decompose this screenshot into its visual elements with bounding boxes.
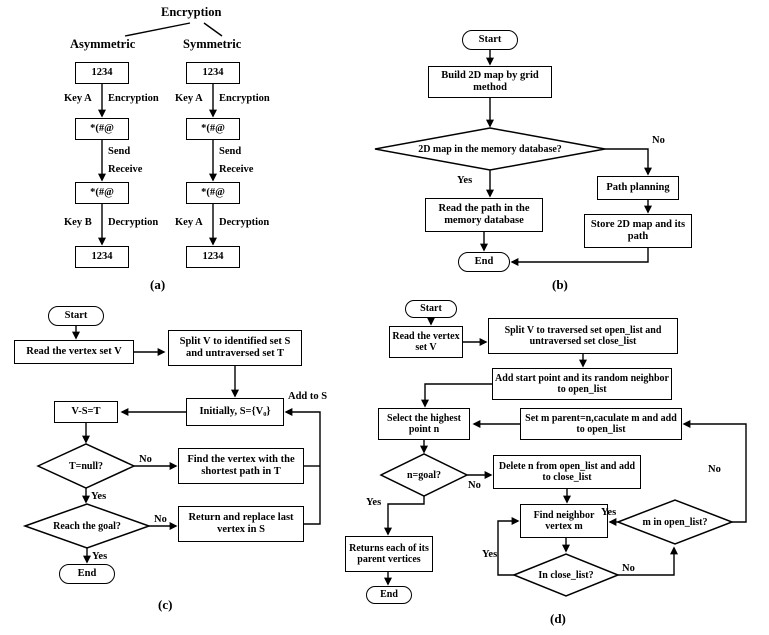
store-map-box: Store 2D map and its path bbox=[584, 214, 692, 248]
no-label-c1: No bbox=[139, 454, 152, 465]
sym-ciphertext-box-2: *(#@ bbox=[186, 182, 240, 204]
find-shortest-box: Find the vertex with the shortest path i… bbox=[178, 448, 304, 484]
start-node-b: Start bbox=[462, 30, 518, 50]
v-minus-s-box: V-S=T bbox=[54, 401, 118, 423]
yes-label-d3: Yes bbox=[482, 549, 498, 560]
sym-receive-label: Receive bbox=[219, 164, 254, 175]
panel-d-connectors bbox=[379, 317, 747, 597]
split-v-box-d: Split V to traversed set open_list and u… bbox=[488, 318, 678, 354]
decision-m-in-open-label: m in open_list? bbox=[642, 516, 708, 528]
no-label-d1: No bbox=[468, 480, 481, 491]
sym-decrypted-box: 1234 bbox=[186, 246, 240, 268]
no-label-b: No bbox=[652, 135, 665, 146]
select-highest-box: Select the highest point n bbox=[378, 408, 470, 440]
no-label-c2: No bbox=[154, 514, 167, 525]
caption-a: (a) bbox=[150, 277, 166, 292]
decision-2d-map-label: 2D map in the memory database? bbox=[418, 143, 562, 155]
panel-a-connectors bbox=[98, 22, 223, 246]
caption-b: (b) bbox=[552, 277, 568, 292]
asym-ciphertext-box-1: *(#@ bbox=[75, 118, 129, 140]
sym-plaintext-box: 1234 bbox=[186, 62, 240, 84]
asym-plaintext-box: 1234 bbox=[75, 62, 129, 84]
sym-key-a-label: Key A bbox=[175, 93, 203, 104]
caption-c: (c) bbox=[158, 597, 173, 612]
end-node-d: End bbox=[366, 586, 412, 604]
end-node-b: End bbox=[458, 252, 510, 272]
asym-encryption-label: Encryption bbox=[108, 93, 159, 104]
asym-key-a-label: Key A bbox=[64, 93, 92, 104]
asym-send-label: Send bbox=[108, 146, 131, 157]
set-parent-box: Set m parent=n,caculate m and add to ope… bbox=[520, 408, 682, 440]
sym-key-a-decrypt-label: Key A bbox=[175, 217, 203, 228]
symmetric-heading: Symmetric bbox=[183, 37, 242, 51]
panel-b-connectors bbox=[374, 50, 652, 266]
build-map-box: Build 2D map by grid method bbox=[428, 66, 552, 98]
yes-label-b: Yes bbox=[457, 175, 473, 186]
sym-ciphertext-box-1: *(#@ bbox=[186, 118, 240, 140]
returns-parent-box: Returns each of its parent vertices bbox=[345, 536, 433, 572]
end-node-c: End bbox=[59, 564, 115, 584]
asym-receive-label: Receive bbox=[108, 164, 143, 175]
encryption-title: Encryption bbox=[161, 5, 222, 19]
no-label-d2: No bbox=[708, 464, 721, 475]
decision-reach-goal-label: Reach the goal? bbox=[53, 520, 121, 532]
add-start-point-box: Add start point and its random neighbor … bbox=[492, 368, 672, 400]
yes-label-d2: Yes bbox=[601, 507, 617, 518]
read-path-box: Read the path in the memory database bbox=[425, 198, 543, 232]
decision-n-goal-label: n=goal? bbox=[406, 469, 442, 481]
yes-label-c1: Yes bbox=[91, 491, 107, 502]
path-planning-box: Path planning bbox=[597, 176, 679, 200]
caption-d: (d) bbox=[550, 611, 566, 626]
asym-key-b-label: Key B bbox=[64, 217, 92, 228]
delete-n-box: Delete n from open_list and add to close… bbox=[493, 455, 641, 489]
asym-decryption-label: Decryption bbox=[108, 217, 159, 228]
sym-send-label: Send bbox=[219, 146, 242, 157]
decision-t-null-label: T=null? bbox=[68, 460, 104, 472]
start-node-c: Start bbox=[48, 306, 104, 326]
read-vertex-box-c: Read the vertex set V bbox=[14, 340, 134, 364]
add-to-s-label: Add to S bbox=[288, 391, 328, 402]
asym-decrypted-box: 1234 bbox=[75, 246, 129, 268]
read-vertex-box-d: Read the vertex set V bbox=[389, 326, 463, 358]
asymmetric-heading: Asymmetric bbox=[70, 37, 136, 51]
split-v-box-c: Split V to identified set S and untraver… bbox=[168, 330, 302, 366]
start-node-d: Start bbox=[405, 300, 457, 318]
no-label-d3: No bbox=[622, 563, 635, 574]
decision-in-close-label: In close_list? bbox=[538, 569, 594, 581]
sym-decryption-label: Decryption bbox=[219, 217, 270, 228]
panel-c-connectors bbox=[22, 326, 321, 564]
find-neighbor-box: Find neighbor vertex m bbox=[520, 504, 608, 538]
yes-label-c2: Yes bbox=[92, 551, 108, 562]
yes-label-d1: Yes bbox=[366, 497, 382, 508]
initially-box: Initially, S={V₀} bbox=[186, 398, 284, 426]
asym-ciphertext-box-2: *(#@ bbox=[75, 182, 129, 204]
return-replace-box: Return and replace last vertex in S bbox=[178, 506, 304, 542]
sym-encryption-label: Encryption bbox=[219, 93, 270, 104]
